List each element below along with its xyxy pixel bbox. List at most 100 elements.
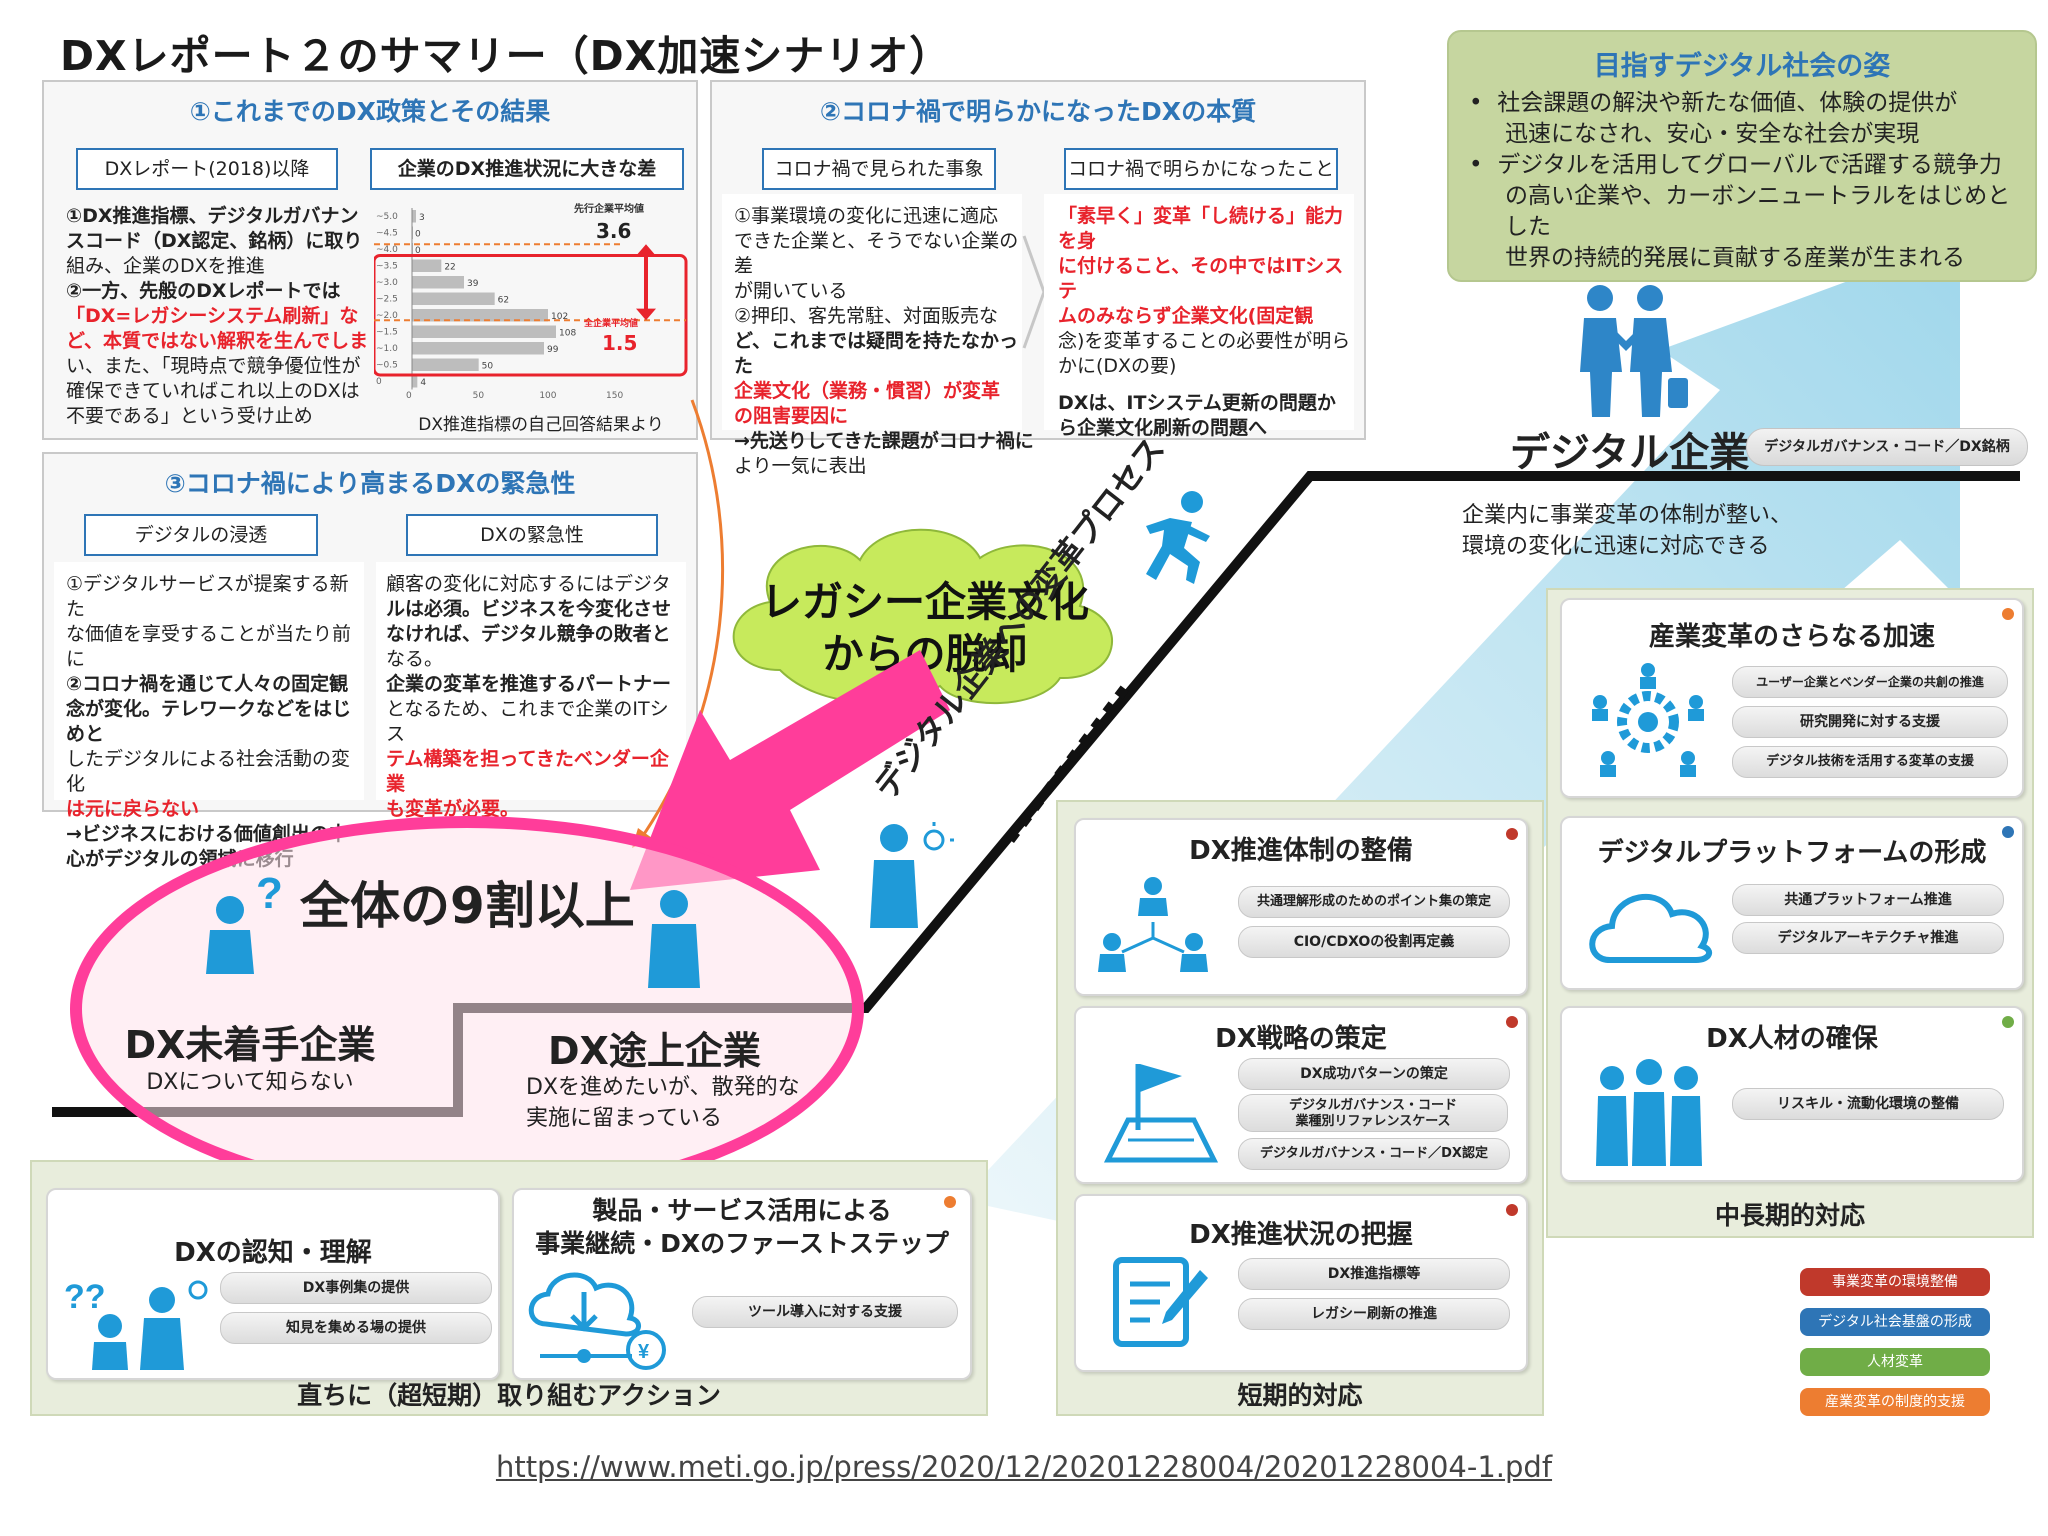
digital-society-box: 目指すデジタル社会の姿 • 社会課題の解決や新たな価値、体験の提供が 迅速になさ… <box>1447 30 2037 282</box>
panel-dx-urgency: ③コロナ禍により高まるDXの緊急性 デジタルの浸透 DXの緊急性 ①デジタルサー… <box>42 452 698 870</box>
idea-person-icon <box>870 822 954 928</box>
card-industry-acceleration: 産業変革のさらなる加速 ユーザー企業とベンダー企業の共創の推進 研究開発に対する… <box>1560 598 2024 798</box>
panel1-text: ①DX推進指標、デジタルガバナン スコード（DX認定、銘柄）に取り 組み、企業の… <box>66 205 369 427</box>
short-term-footer: 短期的対応 <box>1237 1381 1363 1410</box>
bar <box>412 259 442 272</box>
card-dx-structure-title: DX推進体制の整備 <box>1189 836 1413 866</box>
panel1-box-left: DXレポート(2018)以降 <box>76 148 338 190</box>
panel3-title: ③コロナ禍により高まるDXの緊急性 <box>164 469 576 498</box>
category-dot-institutional <box>944 1196 956 1208</box>
digital-company-badge: デジタルガバナンス・コード／DX銘柄 <box>1746 428 2028 466</box>
all-average-label: 全企業平均値 <box>583 317 638 329</box>
legacy-culture-cloud <box>732 528 1114 705</box>
bar <box>412 358 479 371</box>
pill-governance-certification: デジタルガバナンス・コード／DX認定 <box>1238 1138 1510 1170</box>
stage-not-started-sub: DXについて知らない <box>146 1070 354 1095</box>
page-title: DXレポート２のサマリー（DX加速シナリオ） <box>60 32 952 80</box>
pill-cio-cdxo-role: CIO/CDXOの役割再定義 <box>1238 926 1510 958</box>
bar-value-label: 3 <box>419 213 425 223</box>
pill-knowledge-sharing: 知見を集める場の提供 <box>220 1312 492 1344</box>
pill-digital-architecture: デジタルアーキテクチャ推進 <box>1732 922 2004 954</box>
card-industry-acceleration-title: 産業変革のさらなる加速 <box>1648 622 1935 652</box>
all-average-value: 1.5 <box>602 331 637 355</box>
people-gear-icon <box>1592 663 1704 777</box>
panel2-left-text: ①事業環境の変化に迅速に適応 できた企業と、そうでない企業の差 が開いている ②… <box>734 205 1034 477</box>
panel3-box-right: DXの緊急性 <box>406 514 658 556</box>
panel2-right-bg <box>1044 194 1354 430</box>
people-group-icon <box>1596 1059 1702 1166</box>
majority-label: 全体の9割以上 <box>300 877 635 935</box>
panel3-right-text: 顧客の変化に対応するにはデジタ ルは必須。ビジネスを今変化させ なければ、デジタ… <box>386 573 672 820</box>
y-tick-label: ~2.5 <box>376 295 398 305</box>
bar-value-label: 4 <box>420 378 426 388</box>
legend-environment: 事業変革の環境整備 <box>1800 1268 1990 1296</box>
bar <box>412 325 556 338</box>
x-tick-label: 0 <box>406 391 412 400</box>
y-tick-label: ~3.0 <box>376 278 398 288</box>
legend-infrastructure: デジタル社会基盤の形成 <box>1800 1308 1990 1336</box>
card-dx-talent-title: DX人材の確保 <box>1706 1024 1878 1054</box>
digital-company-desc: 企業内に事業変革の体制が整い、 環境の変化に迅速に対応できる <box>1462 503 1793 559</box>
pill-industry-reference: デジタルガバナンス・コード 業種別リファレンスケース <box>1238 1094 1508 1132</box>
gap-arrow-head-down <box>636 308 656 321</box>
bar-value-label: 0 <box>415 230 421 240</box>
bar-value-label: 102 <box>551 312 568 322</box>
category-dot-infrastructure <box>2002 826 2014 838</box>
handshake-business-icon <box>1580 285 1688 417</box>
legend-talent: 人材変革 <box>1800 1348 1990 1376</box>
panel1-title: ①これまでのDX政策とその結果 <box>189 97 551 126</box>
question-people-icon: ?? <box>64 1278 208 1370</box>
y-tick-label: ~0.5 <box>376 361 398 371</box>
running-person-icon <box>1146 491 1210 584</box>
leader-average-value: 3.6 <box>596 219 631 243</box>
bar <box>412 375 418 388</box>
stage-in-progress: DX途上企業 <box>548 1029 761 1073</box>
pill-dx-indicators: DX推進指標等 <box>1238 1258 1510 1290</box>
category-dot-environment <box>1506 828 1518 840</box>
card-dx-talent: DX人材の確保 リスキル・流動化環境の整備 <box>1560 1006 2024 1182</box>
leader-average-label: 先行企業平均値 <box>574 202 644 215</box>
bar-value-label: 99 <box>547 345 559 355</box>
panel3-right-bg <box>376 562 686 800</box>
mid-long-term-section: 産業変革のさらなる加速 ユーザー企業とベンダー企業の共創の推進 研究開発に対する… <box>1546 588 2034 1238</box>
category-dot-talent <box>2002 1016 2014 1028</box>
flag-map-icon <box>1103 1064 1218 1163</box>
panel2-left-bg <box>722 194 1022 430</box>
y-tick-label: ~5.0 <box>376 212 398 222</box>
panel3-box-left: デジタルの浸透 <box>84 514 318 556</box>
bar <box>412 210 416 223</box>
pill-rnd-support: 研究開発に対する支援 <box>1732 706 2008 738</box>
y-tick-label: ~4.0 <box>376 245 398 255</box>
source-link[interactable]: https://www.meti.go.jp/press/2020/12/202… <box>495 1450 1553 1484</box>
x-tick-label: 100 <box>539 391 556 400</box>
panel-dx-policy-results: ①これまでのDX政策とその結果 DXレポート(2018)以降 企業のDX推進状況… <box>42 80 698 440</box>
digital-company-label: デジタル企業 <box>1510 430 1750 476</box>
bar-value-label: 0 <box>415 246 421 256</box>
category-dot-environment <box>1506 1204 1518 1216</box>
bar <box>412 292 495 305</box>
society-title: 目指すデジタル社会の姿 <box>1593 51 1891 82</box>
card-dx-strategy-title: DX戦略の策定 <box>1215 1024 1387 1054</box>
panel1-box-right: 企業のDX推進状況に大きな差 <box>370 148 684 190</box>
y-tick-label: 0 <box>376 377 382 387</box>
pill-common-understanding: 共通理解形成のためのポイント集の策定 <box>1238 886 1510 918</box>
pill-common-platform: 共通プラットフォーム推進 <box>1732 884 2004 916</box>
society-bullets: • 社会課題の解決や新たな価値、体験の提供が 迅速になされ、安心・安全な社会が実… <box>1469 90 2011 271</box>
person-icon <box>648 890 700 988</box>
svg-text:?: ? <box>256 869 283 918</box>
svg-text:¥: ¥ <box>638 1341 650 1363</box>
pill-dx-case-studies: DX事例集の提供 <box>220 1272 492 1304</box>
y-tick-label: ~1.0 <box>376 344 398 354</box>
gap-arrow-head-up <box>636 244 656 256</box>
pill-success-patterns: DX成功パターンの策定 <box>1238 1058 1510 1090</box>
card-dx-strategy: DX戦略の策定 DX成功パターンの策定 デジタルガバナンス・コード 業種別リファ… <box>1074 1006 1528 1184</box>
org-network-icon <box>1098 877 1208 972</box>
panel2-box-right: コロナ禍で明らかになったこと <box>1064 148 1338 190</box>
bar-value-label: 39 <box>467 279 479 289</box>
panel2-right-text: 「素早く」変革「し続ける」能力を身 に付けること、その中ではITシステ ムのみな… <box>1058 205 1351 439</box>
y-tick-label: ~2.0 <box>376 311 398 321</box>
document-edit-icon <box>1113 1257 1208 1347</box>
highlight-box <box>374 254 688 377</box>
bar <box>412 276 464 289</box>
immediate-actions-section: DXの認知・理解 ?? DX事例集の提供 知見を集める場の提供 製品・サービス活… <box>30 1160 988 1416</box>
